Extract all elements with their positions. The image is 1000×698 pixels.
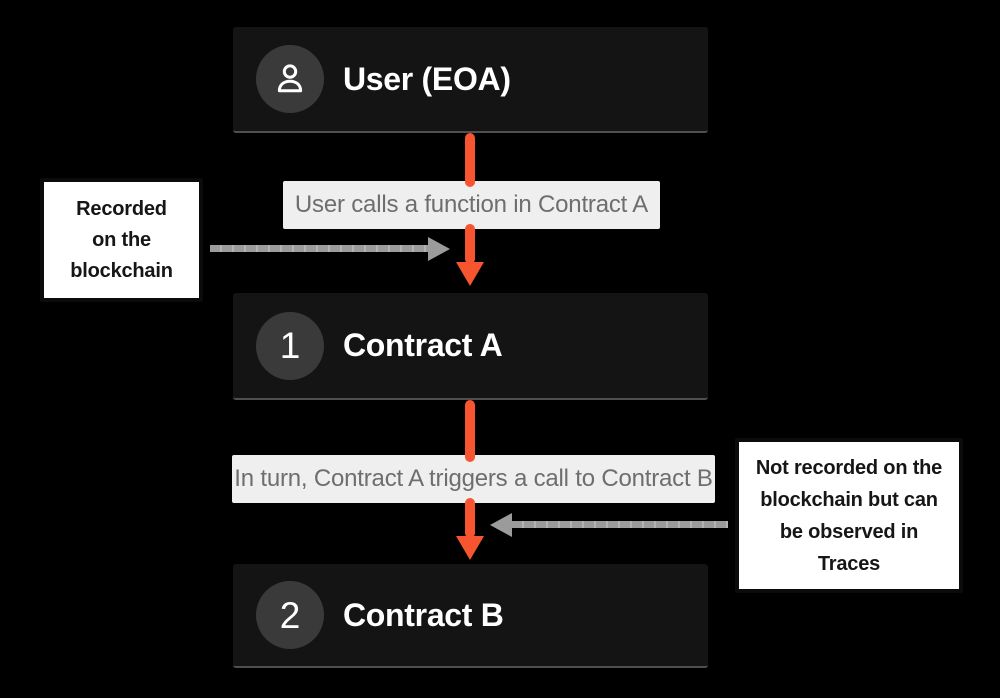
note-line: on the bbox=[92, 228, 151, 251]
node-title-contract-a: Contract A bbox=[343, 327, 503, 363]
note-line: blockchain bbox=[70, 259, 173, 282]
node-user-eoa: User (EOA) bbox=[233, 27, 708, 133]
arrow-down-icon bbox=[456, 536, 484, 560]
note-line: Not recorded on the bbox=[755, 456, 943, 479]
arrow-user-to-a-segment-bottom bbox=[465, 224, 475, 264]
note-line: Recorded bbox=[76, 197, 167, 220]
note-line: Traces bbox=[817, 552, 881, 575]
user-icon bbox=[271, 60, 309, 98]
arrow-right-icon bbox=[428, 237, 450, 261]
note-line: blockchain but can bbox=[760, 488, 938, 511]
node-contract-b: 2 Contract B bbox=[233, 564, 708, 668]
arrow-user-to-a-segment-top bbox=[465, 133, 475, 187]
flow-label-contract-call: In turn, Contract A triggers a call to C… bbox=[232, 455, 715, 503]
gray-arrow-right-line bbox=[512, 521, 728, 528]
arrow-a-to-b-segment-top bbox=[465, 400, 475, 462]
arrow-left-icon bbox=[490, 513, 512, 537]
step-badge-2: 2 bbox=[256, 581, 324, 649]
note-line: be observed in bbox=[779, 520, 919, 543]
step-number: 2 bbox=[279, 594, 301, 636]
node-contract-a: 1 Contract A bbox=[233, 293, 708, 400]
avatar bbox=[256, 45, 324, 113]
flow-label-user-call: User calls a function in Contract A bbox=[283, 181, 660, 229]
note-not-recorded-traces: Not recorded on the blockchain but can b… bbox=[735, 438, 963, 593]
gray-arrow-left-line bbox=[210, 245, 428, 252]
arrow-a-to-b-segment-bottom bbox=[465, 498, 475, 538]
step-number: 1 bbox=[279, 325, 301, 366]
node-title-contract-b: Contract B bbox=[343, 596, 504, 633]
node-title-user: User (EOA) bbox=[343, 60, 511, 97]
note-recorded-on-blockchain: Recorded on the blockchain bbox=[40, 178, 203, 302]
step-badge-1: 1 bbox=[256, 311, 324, 380]
arrow-down-icon bbox=[456, 262, 484, 286]
